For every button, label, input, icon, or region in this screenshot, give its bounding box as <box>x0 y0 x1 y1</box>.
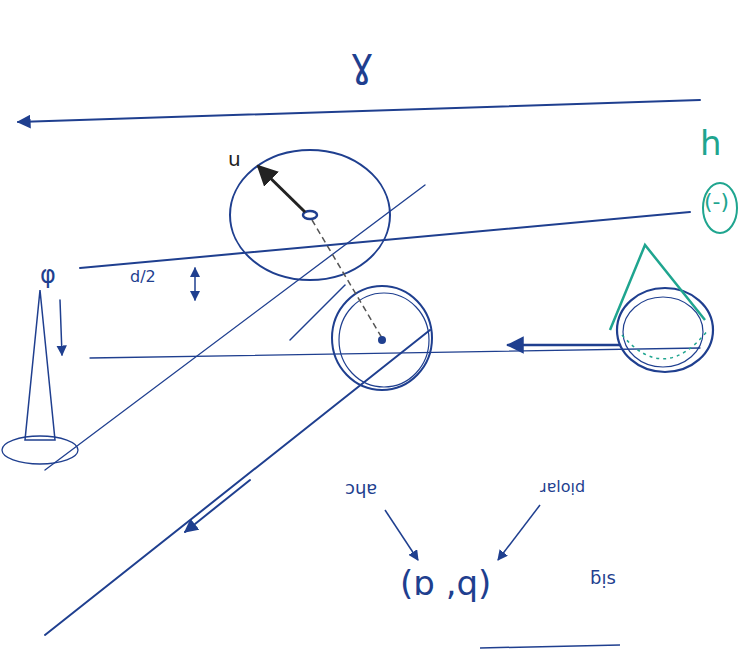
sketch-label: (-) <box>704 190 729 214</box>
dimension-arrow <box>194 268 196 300</box>
center-dot <box>378 336 386 344</box>
cone <box>610 245 705 330</box>
sphere <box>623 297 703 367</box>
leader-arrow <box>498 505 540 560</box>
sketch-label: ɹɐloᴉd <box>540 478 585 496</box>
direction-arrow <box>185 480 250 532</box>
underline <box>480 645 620 648</box>
sketch-label: u <box>228 148 241 170</box>
cone-base <box>2 436 78 464</box>
sketch-label: ɣ <box>350 40 374 84</box>
sphere <box>230 150 390 280</box>
sketch-label: φ <box>40 262 56 288</box>
sketch-label: ɔɥɐ <box>345 478 377 498</box>
sphere <box>332 286 432 390</box>
sphere <box>617 288 713 372</box>
hatching <box>622 330 708 359</box>
center-dot <box>303 211 317 219</box>
velocity-arrow <box>258 166 305 212</box>
sketch-label: (ɒ ,q) <box>400 565 491 602</box>
plane-line <box>45 185 425 470</box>
leader-arrow <box>385 510 418 560</box>
cone <box>25 290 55 440</box>
center-line <box>312 220 382 338</box>
sketch-label: ƃᴉs <box>590 568 616 588</box>
tangent-line <box>290 285 345 340</box>
direction-arrow <box>508 344 620 347</box>
plane-line <box>45 330 430 635</box>
sphere <box>339 293 429 387</box>
sketch-label: h <box>700 125 722 162</box>
plane-line <box>80 212 690 268</box>
sign-circle <box>703 183 737 233</box>
sketch-label: d/2 <box>130 268 156 286</box>
axis-arrow <box>18 100 700 122</box>
force-arrow <box>60 300 62 355</box>
